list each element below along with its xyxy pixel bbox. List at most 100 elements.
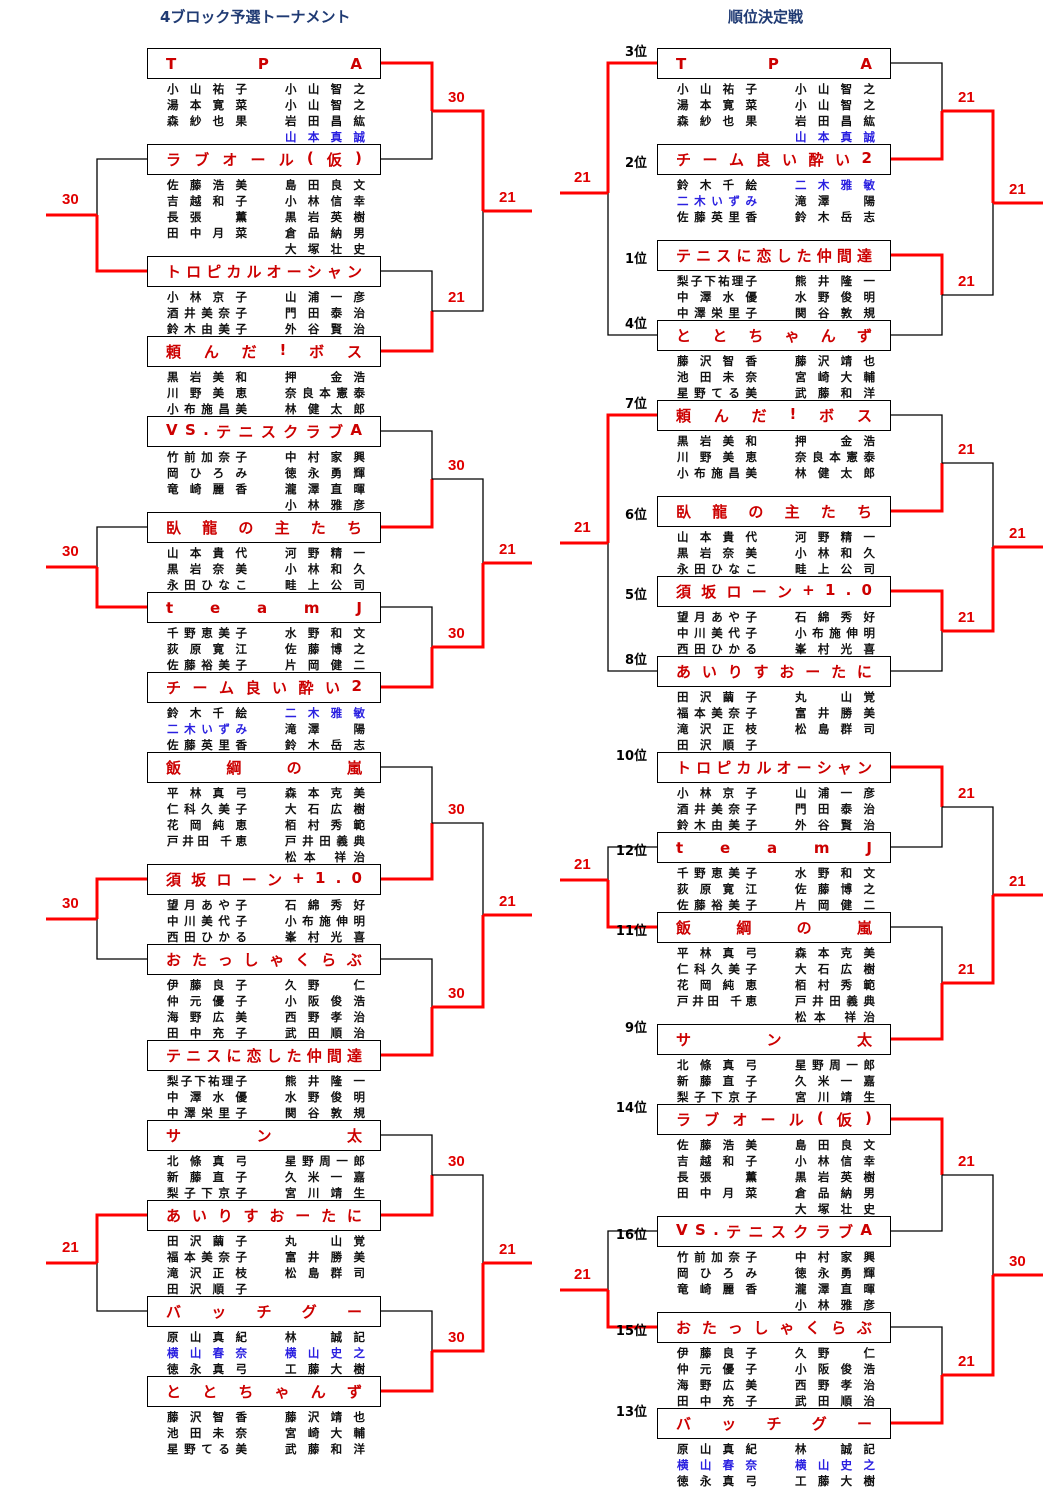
member-name: 吉越和子 <box>677 1153 757 1169</box>
member-row: 中澤栄里子関谷敦規 <box>147 1105 381 1121</box>
member-char: 子 <box>745 706 758 720</box>
right-team-boss[interactable]: 頼んだ!ボス <box>657 400 891 431</box>
team-members: 黒岩美和押 金浩川野美恵奈良本憲泰小布施昌美林健太郎 <box>147 369 381 417</box>
member-char: 藤 <box>694 898 706 912</box>
member-char: 輔 <box>863 370 875 384</box>
left-team-tennis[interactable]: テニスに恋した仲間達 <box>147 1040 381 1071</box>
member-char: 永 <box>189 1362 202 1376</box>
right-team-alice[interactable]: あいりすおーたに <box>657 656 891 687</box>
member-char: 秀 <box>330 818 343 832</box>
member-char: 敦 <box>330 1106 343 1120</box>
member-name: 湯本寛菜 <box>167 97 247 113</box>
team-name-char: の <box>238 519 254 537</box>
team-name-char: . <box>335 869 342 887</box>
member-char: 男 <box>863 1186 875 1200</box>
team-name-char: に <box>346 1207 362 1225</box>
left-team-boss[interactable]: 頼んだ!ボス <box>147 336 381 367</box>
member-char: 武 <box>795 386 807 400</box>
member-row: 酒井美奈子門田泰治 <box>147 305 381 321</box>
member-char: 史 <box>840 1458 853 1472</box>
member-char: 子 <box>235 1250 248 1264</box>
member-char: 崎 <box>699 1282 712 1296</box>
member-char: 勇 <box>840 1266 853 1280</box>
member-char: 田 <box>677 1186 689 1200</box>
member-char: 之 <box>863 882 875 896</box>
team-name-char: J <box>866 838 872 857</box>
right-team-toto[interactable]: ととちゃんず <box>657 320 891 351</box>
left-team-santa[interactable]: サン太 <box>147 1120 381 1151</box>
bracket-line <box>381 1351 434 1393</box>
left-team-alice[interactable]: あいりすおーたに <box>147 1200 381 1231</box>
member-char <box>818 433 830 449</box>
left-team-izuna[interactable]: 飯綱の嵐 <box>147 752 381 783</box>
left-team-garyu[interactable]: 臥龍の主たち <box>147 512 381 543</box>
member-char: 田 <box>189 1426 202 1440</box>
right-team-santa[interactable]: サン太 <box>657 1024 891 1055</box>
right-team-bacchi[interactable]: バッチグー <box>657 1408 891 1439</box>
member-char: 郎 <box>353 402 365 416</box>
right-team-izuna[interactable]: 飯綱の嵐 <box>657 912 891 943</box>
placement-score: 21 <box>958 609 975 626</box>
rank-label: 12位 <box>615 844 647 859</box>
left-team-otassha[interactable]: おたっしゃくらぶ <box>147 944 381 975</box>
right-team-otassha[interactable]: おたっしゃくらぶ <box>657 1312 891 1343</box>
member-char: 枝 <box>235 1266 247 1280</box>
member-char: 田 <box>167 226 179 240</box>
member-name: 川野美恵 <box>167 385 247 401</box>
right-team-tennis[interactable]: テニスに恋した仲間達 <box>657 240 891 271</box>
member-char: 田 <box>694 562 706 576</box>
bracket-line <box>381 430 433 479</box>
member-name: 滝沢正枝 <box>167 1265 247 1281</box>
bracket-line <box>381 61 434 111</box>
left-team-love[interactable]: ラブオール(仮) <box>147 144 381 175</box>
member-char: 澤 <box>817 1282 830 1296</box>
member-name: 酒井美奈子 <box>677 801 757 817</box>
member-row: 新藤直子久米一嘉 <box>147 1169 381 1185</box>
right-bracket-title: 順位決定戦 <box>728 8 804 26</box>
team-name-char: 太 <box>346 1127 362 1145</box>
team-name-char: 仮 <box>326 151 342 169</box>
member-row: 滝沢正枝松島群司 <box>147 1265 381 1281</box>
member-char: 千 <box>722 178 735 192</box>
member-char: 澤 <box>189 1090 202 1104</box>
member-name: 北條真弓 <box>167 1153 247 1169</box>
member-name: 千野恵美子 <box>677 865 757 881</box>
bracket-line <box>891 926 943 983</box>
member-char: 本 <box>699 530 712 544</box>
right-team-suzaka[interactable]: 須坂ローン+1.0 <box>657 576 891 607</box>
team-members: 佐藤浩美島田良文吉越和子小林信幸長張 薫黒岩英樹田中月菜倉品納男大塚壮史 <box>657 1137 891 1217</box>
team-name-char: 仲 <box>816 247 832 265</box>
left-team-toto[interactable]: ととちゃんず <box>147 1376 381 1407</box>
member-char: 真 <box>212 1154 225 1168</box>
left-team-suzaka[interactable]: 須坂ローン+1.0 <box>147 864 381 895</box>
team-name-char: だ <box>751 407 767 425</box>
member-char: 泰 <box>353 386 366 400</box>
right-team-tropical[interactable]: トロピカルオーシャン <box>657 752 891 783</box>
member-row: 花岡純恵栢村秀範 <box>657 977 891 993</box>
member-char: 山 <box>817 82 830 96</box>
right-team-garyu[interactable]: 臥龍の主たち <box>657 496 891 527</box>
member-char: 靖 <box>840 354 853 368</box>
member-row: 星野てる美武藤和洋 <box>147 1441 381 1457</box>
member-char: 山 <box>330 1234 343 1248</box>
member-char: 順 <box>722 738 735 752</box>
team-name-char: ち <box>856 503 872 521</box>
member-char: 陽 <box>863 194 875 208</box>
right-team-love[interactable]: ラブオール(仮) <box>657 1104 891 1135</box>
member-char: 納 <box>330 226 343 240</box>
member-name: 田沢順子 <box>677 737 757 753</box>
member-char: 前 <box>694 1250 706 1264</box>
member-char: 精 <box>840 530 853 544</box>
left-team-bacchi[interactable]: バッチグー <box>147 1296 381 1327</box>
left-team-tropical[interactable]: トロピカルオーシャン <box>147 256 381 287</box>
bracket-line <box>606 61 657 193</box>
